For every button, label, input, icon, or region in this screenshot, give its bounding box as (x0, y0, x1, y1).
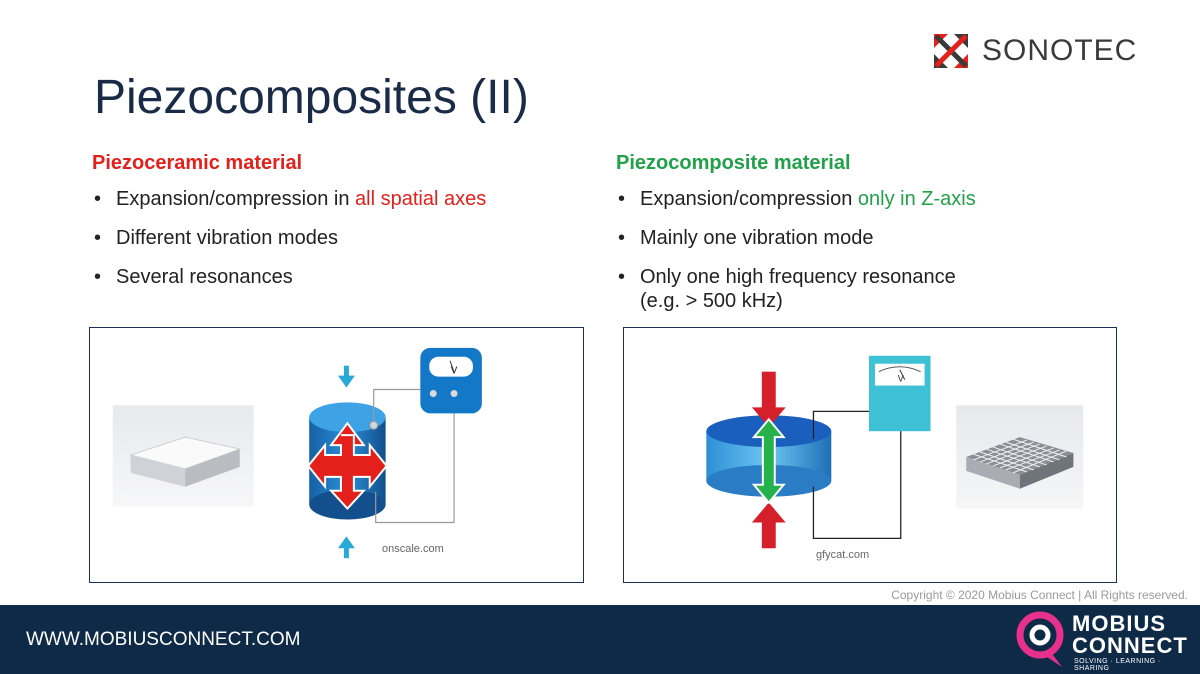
voltmeter-label: V (451, 366, 458, 377)
copyright-notice: Copyright © 2020 Mobius Connect | All Ri… (891, 588, 1188, 602)
bullet-item: Different vibration modes (92, 226, 562, 250)
piezocomposite-illustration: V (706, 355, 1084, 549)
logo-tagline: SOLVING · LEARNING · SHARING (1074, 658, 1161, 672)
footer-bar: WWW.MOBIUSCONNECT.COM (0, 605, 1200, 674)
brand-name: SONOTEC (982, 34, 1138, 67)
sonotec-logo: SONOTEC (934, 34, 1137, 68)
figure-source: gfycat.com (816, 549, 870, 561)
piezoceramic-heading: Piezoceramic material (92, 152, 303, 174)
slide-title: Piezocomposites (II) (94, 71, 529, 124)
bullet-item: Several resonances (92, 265, 562, 289)
bullet-item: Mainly one vibration mode (616, 226, 1086, 250)
piezoceramic-figure: V onscale.com (89, 327, 584, 583)
logo-text-connect: CONNECT (1072, 633, 1188, 658)
voltmeter-icon (869, 355, 931, 432)
figure-source: onscale.com (382, 543, 444, 555)
wires (369, 388, 455, 524)
piezoceramic-illustration: V (112, 347, 482, 559)
mobius-logo-icon (1016, 611, 1064, 667)
piezoceramic-bullets: Expansion/compression in all spatial axe… (92, 187, 562, 289)
compression-arrows-icon (751, 371, 786, 549)
bullet-item: Only one high frequency resonance(e.g. >… (616, 265, 1086, 313)
bullet-item: Expansion/compression only in Z-axis (616, 187, 1086, 211)
piezocomposite-heading: Piezocomposite material (616, 152, 851, 174)
piezocomposite-figure: V gfycat.com (623, 327, 1117, 583)
piezocomposite-column: Piezocomposite material Expansion/compre… (616, 152, 1086, 328)
sonotec-logo-icon (934, 34, 968, 68)
voltmeter-icon (420, 347, 482, 414)
z-axis-arrow-icon (751, 417, 786, 505)
voltmeter-label: V (898, 374, 904, 384)
bullet-item: Expansion/compression in all spatial axe… (92, 187, 562, 211)
footer-url-link[interactable]: WWW.MOBIUSCONNECT.COM (26, 629, 301, 650)
logo-text-mobius: MOBIUS (1072, 611, 1166, 636)
multi-axis-arrows-icon (306, 421, 388, 511)
ceramic-slab-image (112, 405, 254, 507)
piezocomposite-bullets: Expansion/compression only in Z-axis Mai… (616, 187, 1086, 313)
mobius-connect-logo: MOBIUS CONNECT SOLVING · LEARNING · SHAR… (1014, 607, 1194, 672)
composite-grid-image (956, 405, 1084, 509)
arrow-up-icon (337, 536, 355, 559)
arrow-down-icon (337, 365, 355, 388)
piezoceramic-column: Piezoceramic material Expansion/compress… (92, 152, 562, 304)
